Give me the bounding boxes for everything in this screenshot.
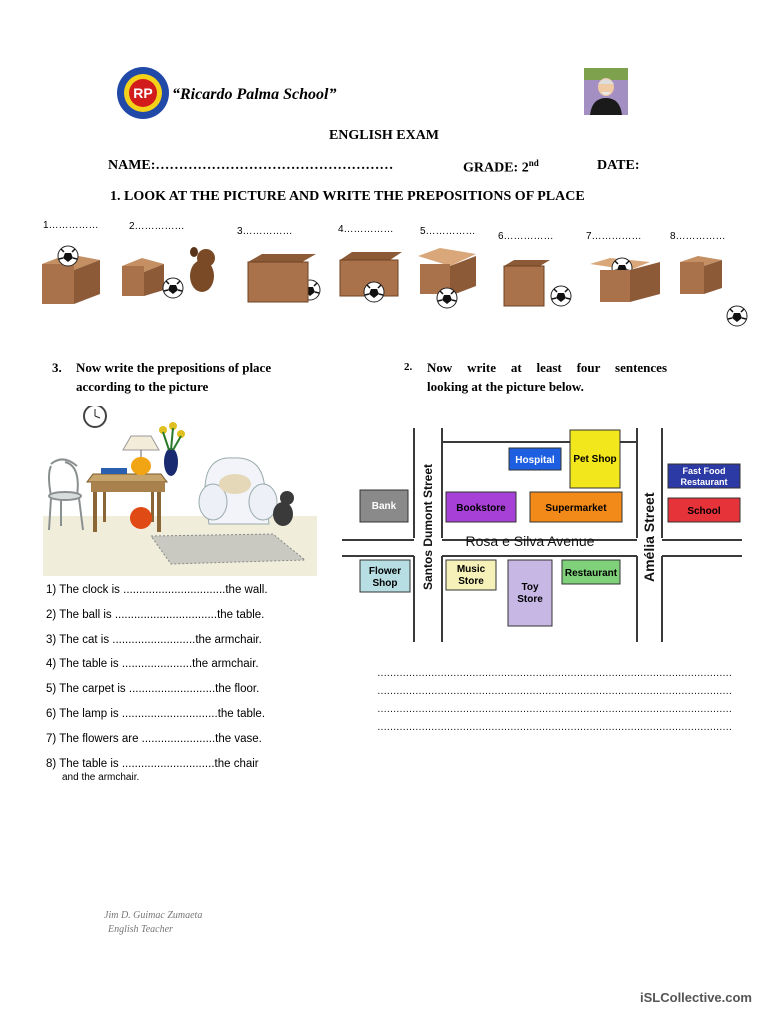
teacher-name: Jim D. Guimac Zumaeta	[104, 910, 203, 921]
sentence-3: 3) The cat is ..........................…	[46, 634, 262, 646]
box-8-picture	[680, 256, 748, 327]
section2-title-line2: looking at the picture below.	[427, 379, 584, 394]
section3-title-line2: according to the picture	[76, 379, 209, 394]
armchair-drawing	[198, 457, 278, 525]
date-field-label: DATE:	[597, 158, 640, 173]
blank-7: 7……………	[586, 231, 642, 242]
fast-food-label-1: Fast Food	[683, 466, 726, 476]
clock-drawing	[83, 406, 107, 428]
bookstore-box	[445, 491, 517, 523]
blank-1: 1……………	[43, 220, 99, 231]
section3-number: 3.	[52, 360, 62, 375]
sentence-8-continued: and the armchair.	[62, 772, 140, 783]
supermarket-box	[529, 491, 623, 523]
teacher-title: English Teacher	[108, 924, 173, 935]
name-field-label: NAME:……………………………………………	[108, 158, 394, 173]
hospital-label: Hospital	[515, 455, 555, 466]
vase-drawing	[159, 422, 185, 476]
sentence-4: 4) The table is ......................th…	[46, 658, 259, 670]
toy-store-label-1: Toy	[521, 582, 538, 593]
exam-title: ENGLISH EXAM	[328, 128, 440, 143]
santos-dumont-street-label: Santos Dumont Street	[421, 464, 435, 590]
box-7-picture	[590, 257, 660, 302]
answer-line-3: ……………………………………………………………………………………………………………	[377, 704, 733, 715]
school-label: School	[687, 506, 721, 517]
school-logo: RP	[117, 67, 169, 119]
portrait-image	[584, 68, 628, 115]
bookstore-label: Bookstore	[456, 503, 506, 514]
street-map: Hospital Pet Shop Fast Food Restaurant B…	[342, 418, 742, 642]
box-3-picture	[247, 254, 321, 303]
sentence-8: 8) The table is ........................…	[46, 758, 259, 770]
bank-box	[359, 489, 409, 523]
restaurant-box	[561, 559, 621, 585]
avenue-label: Rosa e Silva Avenue	[466, 533, 595, 549]
cat-drawing	[273, 491, 294, 526]
bank-label: Bank	[372, 501, 397, 512]
music-store-label-2: Store	[458, 576, 484, 587]
road-lines	[342, 428, 742, 642]
answer-line-4: ……………………………………………………………………………………………………………	[377, 722, 733, 733]
box-5-picture	[418, 248, 476, 309]
section3-title: Now write the prepositions of place acco…	[76, 358, 316, 396]
blank-3: 3……………	[237, 226, 293, 237]
room-picture	[43, 406, 317, 576]
flower-shop-box	[359, 559, 411, 593]
carpet-drawing	[150, 533, 307, 565]
amelia-street-label: Amélia Street	[641, 492, 657, 582]
blank-4: 4……………	[338, 224, 394, 235]
fast-food-box	[667, 463, 741, 489]
lamp-drawing	[122, 435, 160, 475]
section2-number: 2.	[404, 361, 413, 373]
blank-5: 5……………	[420, 226, 476, 237]
section1-title: 1. LOOK AT THE PICTURE AND WRITE THE PRE…	[110, 189, 585, 204]
grade-text: GRADE: 2	[463, 160, 529, 176]
chair-drawing	[48, 458, 84, 531]
section2-title-line1: Now write at least four sentences	[427, 360, 667, 375]
fast-food-label-2: Restaurant	[680, 477, 727, 487]
logo-text: RP	[133, 85, 152, 101]
flower-shop-label-1: Flower	[369, 566, 401, 577]
blank-8: 8……………	[670, 231, 726, 242]
sentence-1: 1) The clock is ........................…	[46, 584, 268, 596]
supermarket-label: Supermarket	[545, 503, 607, 514]
music-store-label-1: Music	[457, 564, 486, 575]
restaurant-label: Restaurant	[565, 568, 618, 579]
hospital-box	[508, 447, 562, 471]
sentence-5: 5) The carpet is .......................…	[46, 683, 260, 695]
school-name: “Ricardo Palma School”	[172, 86, 337, 103]
sentence-6: 6) The lamp is .........................…	[46, 708, 266, 720]
grade-suffix: nd	[528, 158, 539, 168]
sentence-7: 7) The flowers are .....................…	[46, 733, 262, 745]
box-1-picture	[42, 245, 100, 304]
flower-shop-label-2: Shop	[373, 578, 398, 589]
pet-shop-box	[569, 429, 621, 489]
watermark-footer: iSLCollective.com	[640, 990, 752, 1005]
school-box	[667, 497, 741, 523]
toy-store-label-2: Store	[517, 594, 543, 605]
boxes-picture-strip	[42, 245, 748, 327]
toy-store-box	[507, 559, 553, 627]
box-2-picture	[122, 247, 215, 299]
sentence-2: 2) The ball is .........................…	[46, 609, 265, 621]
answer-line-2: ……………………………………………………………………………………………………………	[377, 686, 733, 697]
book-drawing	[101, 468, 127, 474]
section2-title: Now write at least four sentences lookin…	[427, 358, 667, 396]
box-6-picture	[503, 260, 572, 307]
pet-shop-label: Pet Shop	[573, 454, 616, 465]
answer-line-1: ……………………………………………………………………………………………………………	[377, 668, 733, 679]
box-4-picture	[339, 252, 402, 303]
blank-6: 6……………	[498, 231, 554, 242]
grade-field-label: GRADE: 2nd	[463, 158, 539, 177]
blank-2: 2……………	[129, 221, 185, 232]
red-ball-drawing	[130, 507, 152, 529]
section3-title-line1: Now write the prepositions of place	[76, 360, 272, 375]
music-store-box	[445, 559, 497, 591]
